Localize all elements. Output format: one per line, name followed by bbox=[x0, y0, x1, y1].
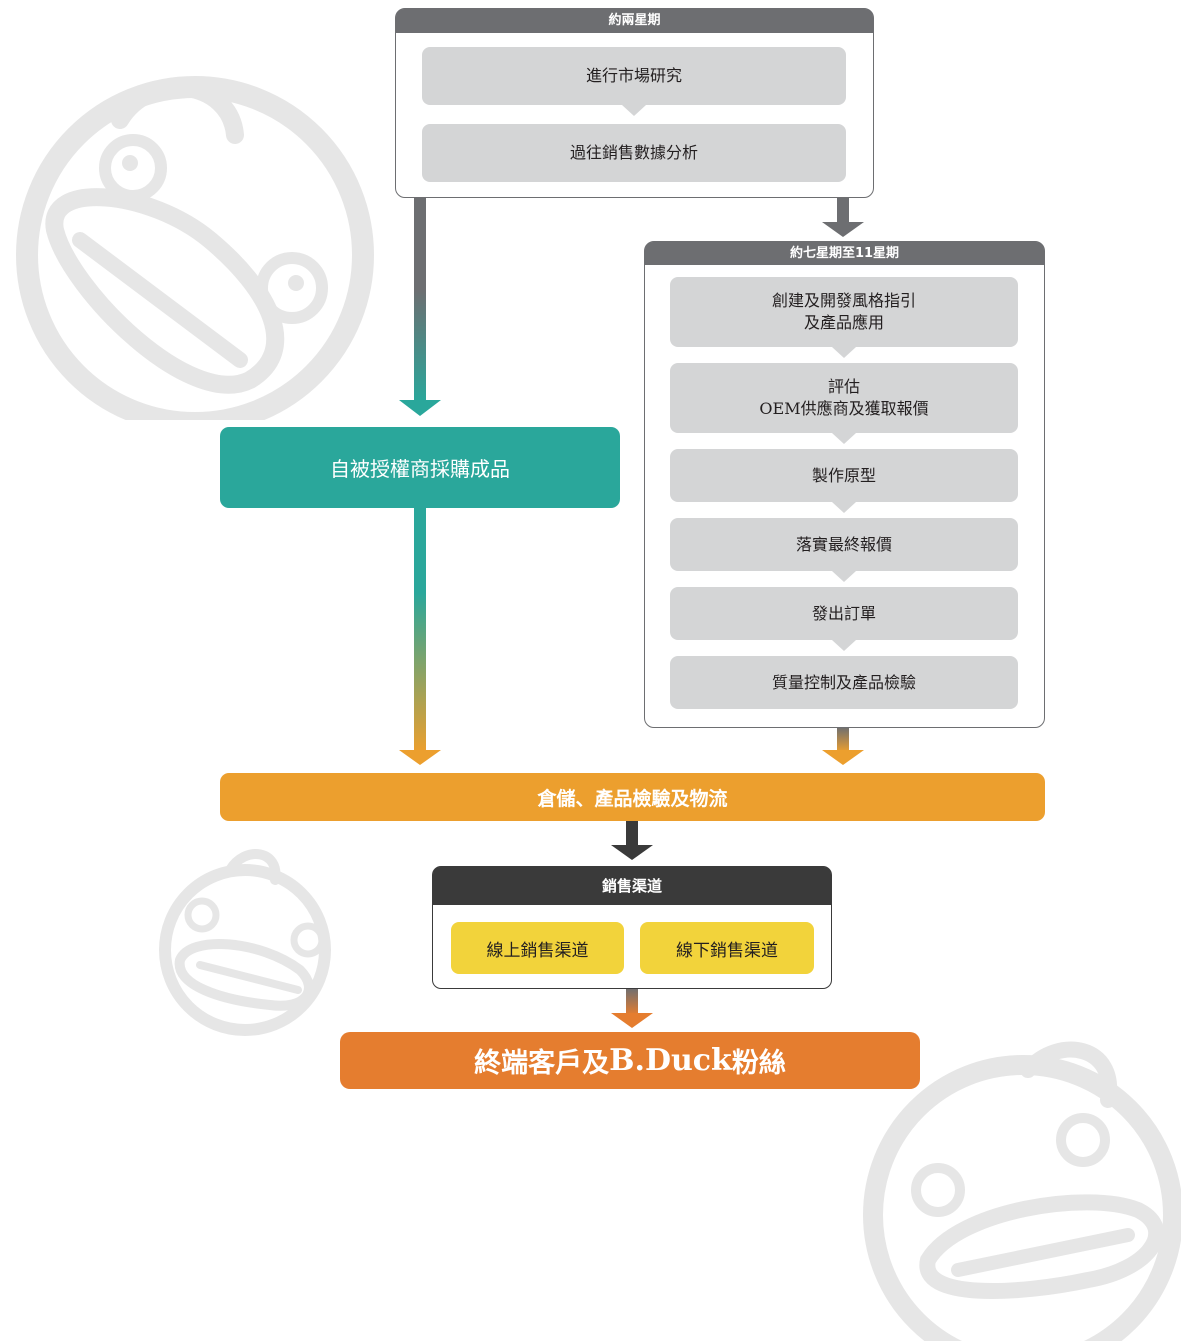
online-channel: 線上銷售渠道 bbox=[451, 922, 624, 974]
phase2-step-line2: 及產品應用 bbox=[803, 313, 884, 332]
warehouse-logistics-label: 倉儲、產品檢驗及物流 bbox=[537, 787, 728, 810]
down-arrow-icon bbox=[822, 727, 864, 765]
phase2-step-line1: 發出訂單 bbox=[811, 603, 876, 623]
sales-channels-frame: 銷售渠道 線上銷售渠道 線下銷售渠道 bbox=[432, 866, 832, 989]
sales-channels-header-label: 銷售渠道 bbox=[601, 877, 662, 895]
phase2-step: 創建及開發風格指引及產品應用 bbox=[670, 277, 1018, 358]
duck-watermark-icon bbox=[159, 849, 331, 1036]
duck-watermark-icon bbox=[863, 1041, 1181, 1341]
down-arrow-icon bbox=[399, 197, 441, 416]
licensee-sourcing-label: 自被授權商採購成品 bbox=[330, 457, 510, 481]
down-arrow-icon bbox=[611, 820, 653, 860]
step-notch bbox=[832, 640, 856, 651]
sales-channels-header: 銷售渠道 bbox=[433, 867, 831, 905]
phase1-header: 約兩星期 bbox=[396, 9, 873, 33]
duck-watermark-icon bbox=[16, 76, 374, 420]
offline-channel: 線下銷售渠道 bbox=[640, 922, 814, 974]
phase2-header-label: 約七星期至11星期 bbox=[789, 246, 900, 261]
phase1-header-label: 約兩星期 bbox=[608, 13, 661, 28]
phase1-step-label: 過往銷售數據分析 bbox=[569, 143, 698, 163]
step-notch bbox=[832, 347, 856, 358]
phase2-step-line1: 創建及開發風格指引 bbox=[771, 291, 916, 311]
phase2-step: 評估 OEM供應商及獲取報價 bbox=[670, 363, 1018, 444]
phase2-step: 發出訂單 bbox=[670, 587, 1018, 651]
phase2-step-line1: 評估 bbox=[827, 377, 860, 397]
end-customers-suffix: 粉絲 bbox=[731, 1048, 786, 1079]
down-arrow-icon bbox=[822, 197, 864, 237]
step-notch bbox=[832, 571, 856, 582]
down-arrow-icon bbox=[399, 507, 441, 765]
phase2-step: 落實最終報價 bbox=[670, 518, 1018, 582]
licensee-sourcing-box: 自被授權商採購成品 bbox=[220, 427, 620, 508]
down-arrow-icon bbox=[611, 988, 653, 1028]
end-customers-prefix: 終端客戶及 bbox=[474, 1048, 610, 1079]
phase2-step-line1: 製作原型 bbox=[811, 465, 876, 485]
phase2-step-line1: 落實最終報價 bbox=[795, 534, 892, 554]
brand-name: B.Duck bbox=[609, 1043, 732, 1078]
phase2-header: 約七星期至11星期 bbox=[645, 242, 1044, 265]
step-notch bbox=[622, 105, 646, 116]
phase2-step-line1: 質量控制及產品檢驗 bbox=[771, 672, 916, 692]
phase1-step-label: 進行市場研究 bbox=[585, 66, 682, 86]
step-notch bbox=[832, 502, 856, 513]
phase2-step-line2: OEM供應商及獲取報價 bbox=[759, 399, 929, 418]
warehouse-logistics-bar: 倉儲、產品檢驗及物流 bbox=[220, 773, 1045, 821]
online-channel-label: 線上銷售渠道 bbox=[486, 940, 589, 961]
phase2-step: 質量控制及產品檢驗 bbox=[670, 656, 1018, 709]
phase1-step: 過往銷售數據分析 bbox=[422, 124, 846, 182]
phase1-frame: 約兩星期 進行市場研究 過往銷售數據分析 bbox=[395, 8, 874, 198]
phase1-step: 進行市場研究 bbox=[422, 47, 846, 116]
phase2-step: 製作原型 bbox=[670, 449, 1018, 513]
offline-channel-label: 線下銷售渠道 bbox=[676, 940, 778, 961]
step-notch bbox=[832, 433, 856, 444]
phase2-frame: 約七星期至11星期 創建及開發風格指引及產品應用 評估 OEM供應商及獲取報價 製… bbox=[644, 241, 1045, 728]
